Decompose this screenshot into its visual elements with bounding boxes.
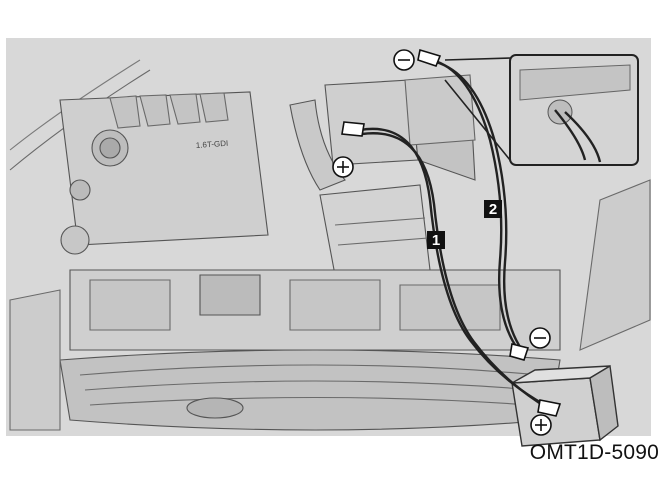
callout-2-label: 2 <box>489 201 497 218</box>
callout-1: 1 <box>427 231 445 249</box>
callout-1-label: 1 <box>432 232 440 249</box>
booster-battery <box>511 364 619 447</box>
jumper-cables <box>359 58 550 411</box>
clamp-booster-negative <box>509 343 530 361</box>
engine-cover-text: 1.6T-GDI <box>196 139 229 150</box>
clamp-car-positive <box>341 121 365 137</box>
front-grille <box>59 349 561 431</box>
clamp-booster-positive <box>537 399 562 417</box>
terminal-booster-positive <box>530 414 552 436</box>
terminal-car-negative <box>393 49 415 71</box>
car-battery <box>324 79 419 166</box>
terminal-car-positive <box>332 156 354 178</box>
clamps <box>341 48 562 417</box>
cable-2-line <box>431 58 521 353</box>
engine-bay-drawing <box>9 59 651 431</box>
figure-code: OMT1D-5090 <box>529 441 659 464</box>
inset-pointer <box>444 57 511 161</box>
clamp-car-negative <box>417 48 442 67</box>
inset-detail <box>509 54 639 166</box>
callout-2: 2 <box>484 200 502 218</box>
air-filter-box <box>319 184 431 276</box>
terminal-booster-negative <box>529 327 551 349</box>
